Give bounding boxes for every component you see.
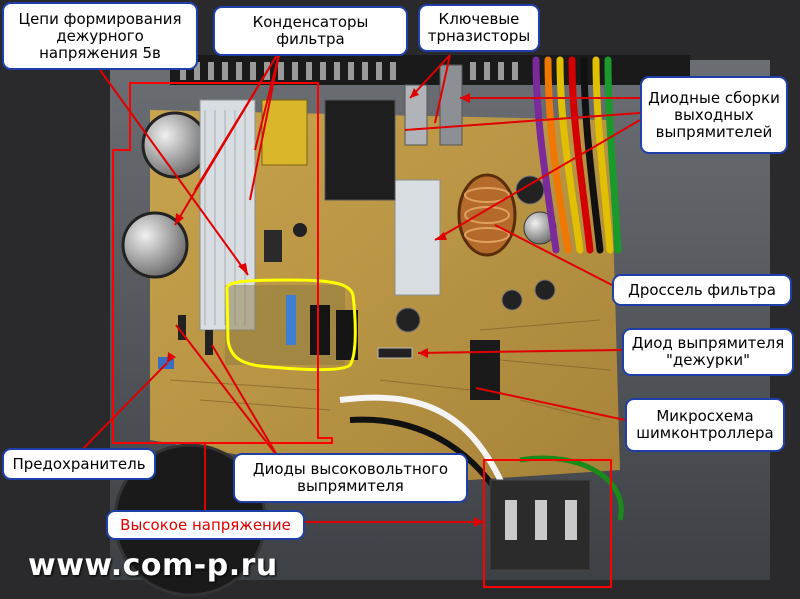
small-cap-2 bbox=[293, 223, 307, 237]
watermark: www.com-p.ru bbox=[28, 548, 278, 583]
callout-standby-circuit: Цепи формирования дежурного напряжения 5… bbox=[2, 2, 198, 70]
output-cap-3 bbox=[501, 289, 523, 311]
vent-grille bbox=[170, 55, 690, 85]
high-voltage-socket-box bbox=[483, 459, 612, 588]
output-cap-5 bbox=[395, 307, 421, 333]
key-transistor-2 bbox=[439, 64, 463, 146]
callout-pwm-controller: Микросхема шимконтроллера bbox=[625, 398, 785, 452]
pcb-traces bbox=[169, 319, 611, 421]
hv-diode-2 bbox=[205, 330, 213, 355]
callout-filter-choke: Дроссель фильтра bbox=[612, 274, 792, 306]
callout-standby-diode: Диод выпрямителя "дежурки" bbox=[622, 328, 794, 376]
green-ground-wire bbox=[519, 455, 624, 521]
ac-pin-2 bbox=[535, 500, 547, 540]
ac-pin-1 bbox=[505, 500, 517, 540]
callout-fuse: Предохранитель bbox=[2, 448, 156, 480]
hv-diode-1 bbox=[178, 315, 186, 340]
pointer-arrowheads bbox=[167, 88, 484, 527]
filter-capacitor-1 bbox=[141, 111, 209, 179]
callout-filter-capacitors: Конденсаторы фильтра bbox=[213, 6, 408, 56]
standby-transformer-2 bbox=[336, 310, 358, 360]
standby-transformer bbox=[310, 305, 330, 355]
small-cap bbox=[264, 230, 282, 262]
standby-diode bbox=[377, 347, 413, 359]
resistor bbox=[286, 295, 296, 345]
choke-windings bbox=[464, 187, 510, 243]
transformer-small bbox=[261, 99, 308, 166]
filter-capacitor-2 bbox=[121, 211, 189, 279]
output-cap-4 bbox=[534, 279, 556, 301]
filter-choke-coil bbox=[457, 173, 517, 257]
pwm-chip bbox=[470, 340, 500, 400]
white-ac-wire bbox=[339, 394, 508, 492]
pointer-lines bbox=[74, 49, 641, 523]
heatsink-right bbox=[394, 179, 441, 296]
wire-bundle bbox=[532, 56, 622, 254]
transformer-main bbox=[324, 99, 396, 201]
callout-high-voltage: Высокое напряжение bbox=[106, 510, 305, 540]
callout-key-transistors: Ключевые трназисторы bbox=[418, 4, 540, 52]
ac-pin-3 bbox=[565, 500, 577, 540]
callout-hv-rectifier-diodes: Диоды высоковольтного выпрямителя bbox=[233, 453, 468, 503]
callout-diode-assemblies: Диодные сборки выходных выпрямителей bbox=[640, 76, 788, 154]
high-voltage-zone-box bbox=[112, 82, 333, 444]
standby-highlight-outline bbox=[225, 278, 357, 372]
